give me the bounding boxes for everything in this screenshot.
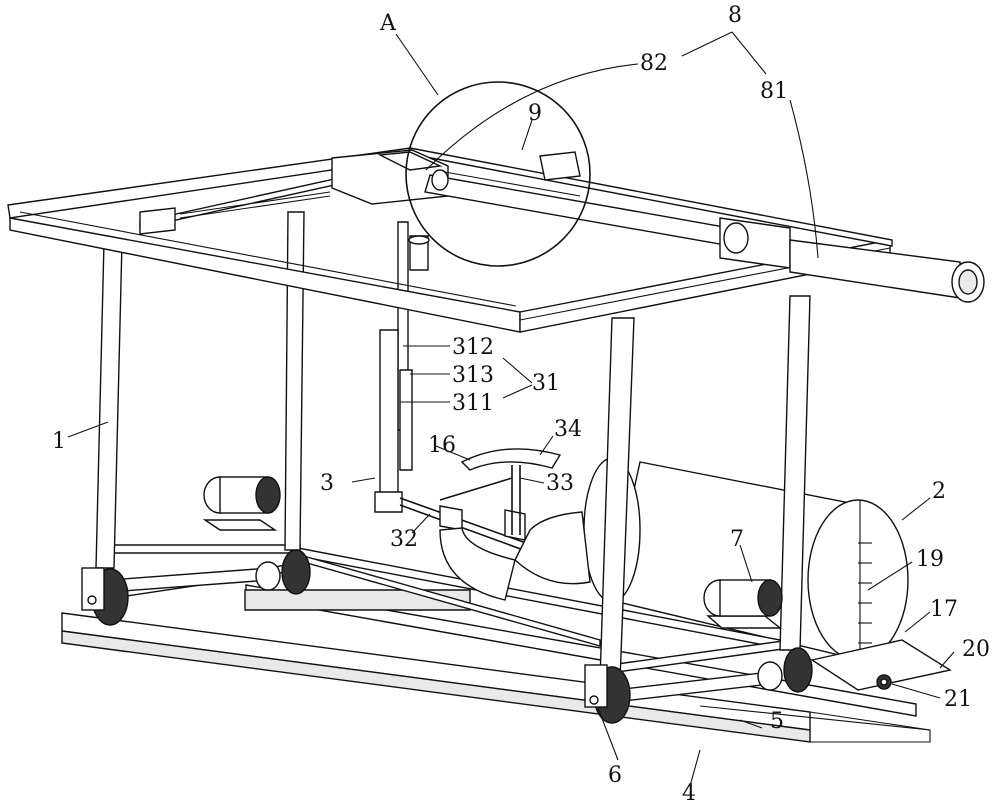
label-81: 81 <box>760 79 788 104</box>
axle-right <box>614 661 783 703</box>
label-4: 4 <box>682 781 696 806</box>
label-1: 1 <box>52 429 66 454</box>
label-33: 33 <box>546 471 574 496</box>
cylinder-assembly <box>424 151 985 303</box>
motor-right <box>703 579 783 629</box>
support-bracket <box>810 639 952 691</box>
vertical-actuator <box>379 235 430 499</box>
label-5: 5 <box>770 709 784 734</box>
cutter-blade <box>439 448 591 601</box>
label-312: 312 <box>452 335 494 360</box>
label-21: 21 <box>944 687 972 712</box>
wheels <box>81 549 813 724</box>
label-3: 3 <box>320 471 334 496</box>
label-82: 82 <box>640 51 668 76</box>
label-311: 311 <box>452 391 494 416</box>
axle-left <box>109 561 281 593</box>
detail-circle-a <box>405 81 591 267</box>
label-a: A <box>379 11 397 36</box>
leader-lines <box>67 31 955 787</box>
label-34: 34 <box>554 417 582 442</box>
label-9: 9 <box>528 101 542 126</box>
top-carriage <box>331 149 449 205</box>
motor-left <box>202 476 281 531</box>
label-19: 19 <box>916 547 944 572</box>
label-17: 17 <box>930 597 958 622</box>
frame-posts <box>95 211 811 681</box>
label-32: 32 <box>390 527 418 552</box>
label-313: 313 <box>452 363 494 388</box>
label-7: 7 <box>730 527 744 552</box>
label-31: 31 <box>532 371 560 396</box>
label-8: 8 <box>728 3 742 28</box>
label-16: 16 <box>428 433 456 458</box>
label-2: 2 <box>932 479 946 504</box>
reference-labels: A 8 82 81 9 312 313 31 311 1 34 16 3 33 … <box>52 3 990 806</box>
label-6: 6 <box>608 763 622 788</box>
label-20: 20 <box>962 637 990 662</box>
